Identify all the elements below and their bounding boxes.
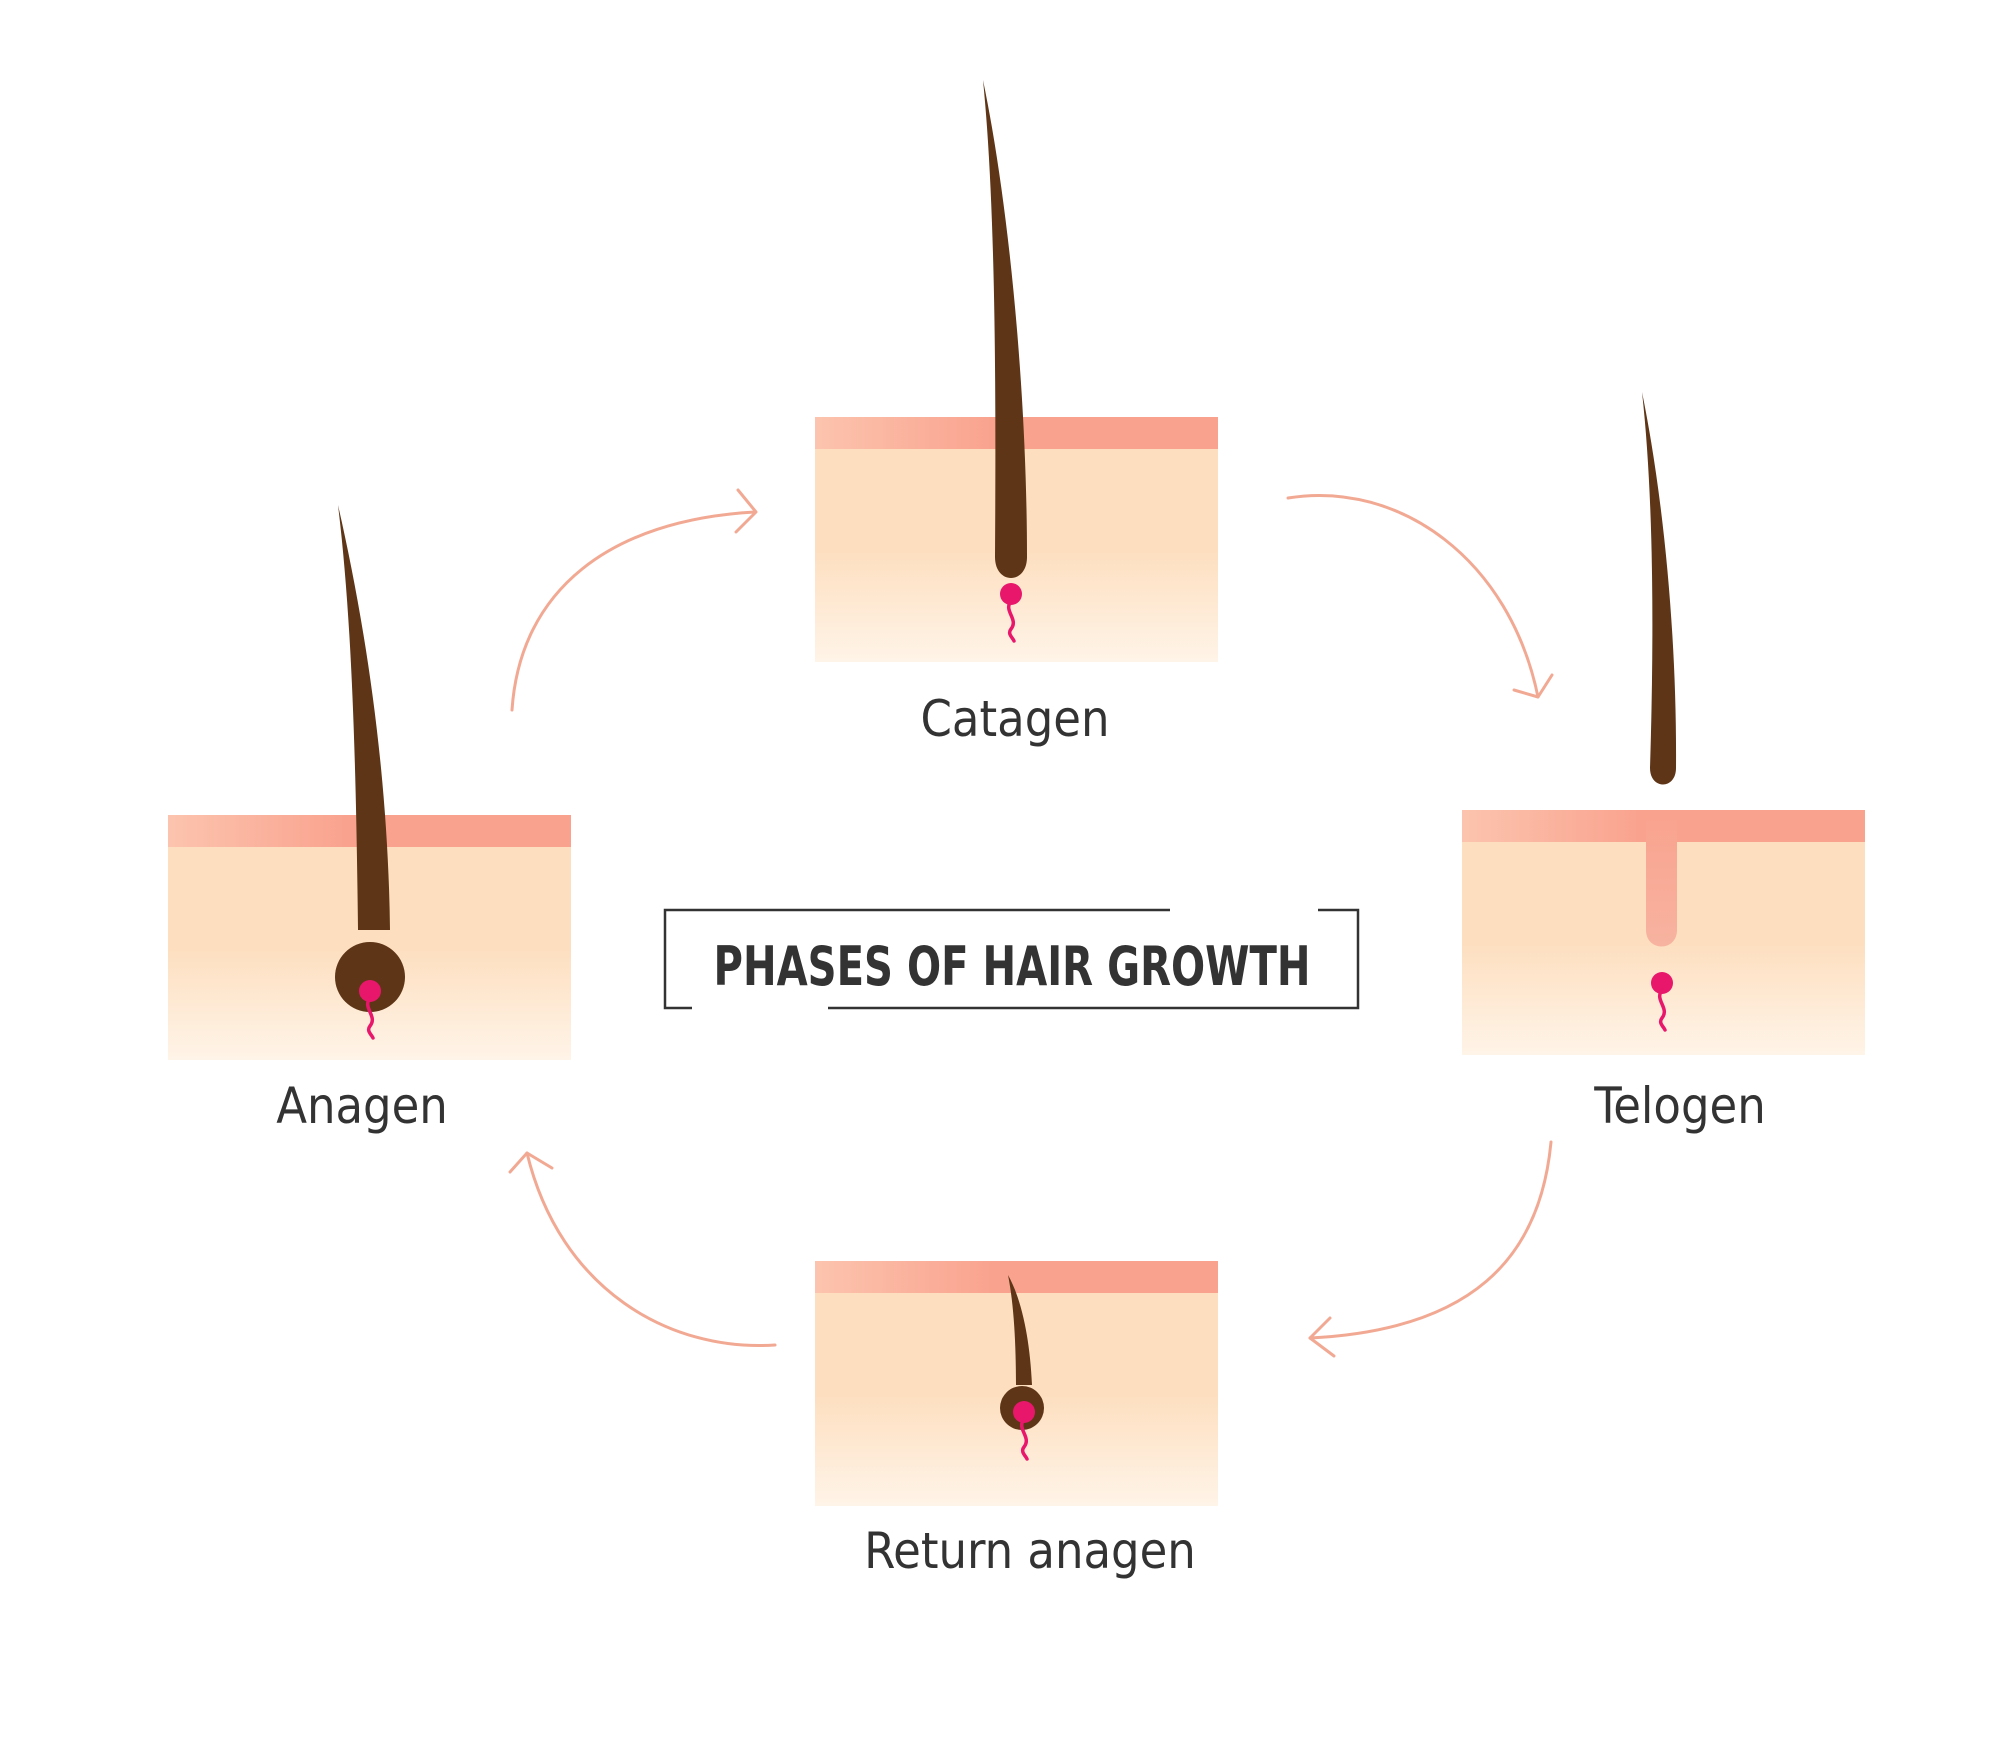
dermal-papilla-icon <box>1651 972 1673 1032</box>
hair-bulb <box>335 942 405 1012</box>
phase-anagen: Anagen <box>168 505 571 1135</box>
hair-strand-icon <box>1642 392 1677 785</box>
hair-strand-icon <box>1008 1275 1032 1385</box>
phase-label: Telogen <box>1593 1077 1765 1135</box>
phase-label: Catagen <box>921 690 1110 748</box>
epidermis-layer <box>815 1261 1218 1293</box>
cycle-arrow-icon <box>510 488 758 712</box>
dermal-papilla-icon <box>1000 583 1022 643</box>
phase-label: Return anagen <box>864 1522 1196 1580</box>
dermal-papilla-icon <box>1013 1401 1035 1461</box>
cycle-arrow-icon <box>1286 493 1554 699</box>
phase-catagen: Catagen <box>815 80 1218 748</box>
title-frame <box>663 908 1360 1010</box>
phase-telogen: Telogen <box>1462 392 1865 1135</box>
empty-follicle <box>1646 810 1677 947</box>
cycle-arrow-icon <box>1308 1140 1553 1358</box>
dermal-papilla-icon <box>359 980 381 1040</box>
phase-label: Anagen <box>276 1077 448 1135</box>
hair-strand-icon <box>983 80 1027 578</box>
cycle-arrows <box>508 488 1554 1358</box>
hair-strand-icon <box>338 505 390 930</box>
phase-return-anagen: Return anagen <box>815 1261 1218 1580</box>
title-box: PHASES OF HAIR GROWTH <box>663 908 1360 1010</box>
page-title: PHASES OF HAIR GROWTH <box>714 935 1311 998</box>
cycle-arrow-icon <box>508 1151 777 1348</box>
